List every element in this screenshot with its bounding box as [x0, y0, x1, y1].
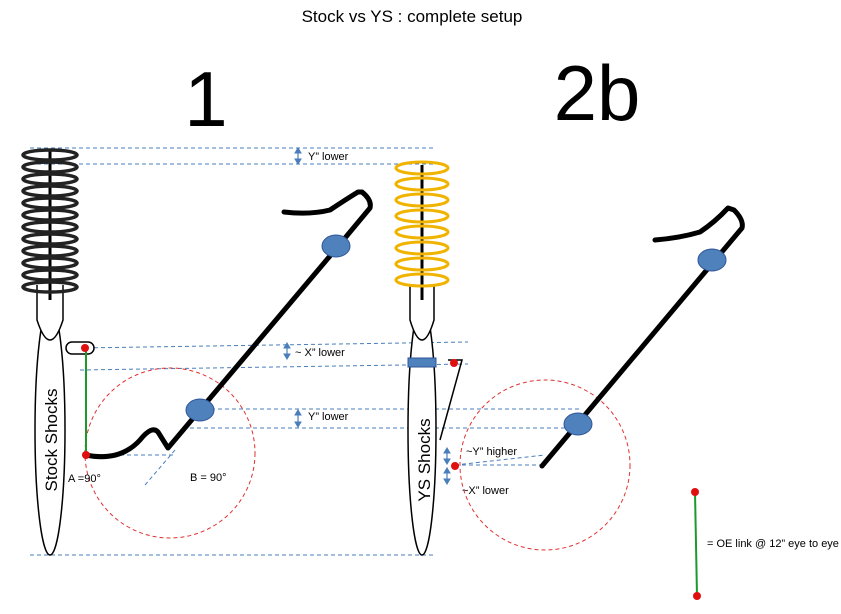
travel-circle-left [84, 367, 256, 539]
legend: = OE link @ 12” eye to eye [691, 488, 839, 600]
ys-swingarm [539, 205, 745, 469]
stock-link-bottom-dot [82, 451, 90, 459]
stock-swingarm [83, 189, 373, 460]
stock-lower-pivot [185, 398, 215, 422]
arrow-y-lower-mid [294, 409, 302, 428]
ann-x-lower-right: ~X” lower [462, 485, 509, 497]
arrow-y-lower-top [294, 147, 302, 165]
stock-spring [21, 148, 79, 294]
arrow-y-higher [443, 447, 451, 465]
guide-line-right-2 [454, 454, 546, 466]
ys-spring [394, 160, 450, 288]
stock-shock-label: Stock Shocks [42, 389, 61, 492]
panel-number-right: 2b [554, 49, 641, 137]
stock-link-top-dot [81, 344, 89, 352]
ys-shock-label: YS Shocks [415, 418, 434, 501]
arrow-x-lower-right [443, 467, 451, 485]
legend-link-bottom-dot [693, 592, 701, 600]
legend-link-rod [694, 491, 698, 597]
ys-upper-pivot [697, 248, 727, 272]
ann-y-lower-top: Y” lower [308, 151, 349, 163]
stock-shock: Stock Shocks [21, 148, 79, 556]
ann-y-lower-mid: Y” lower [308, 411, 349, 423]
arrow-x-lower [283, 342, 291, 360]
panel-number-left: 1 [184, 55, 227, 143]
ys-shock: YS Shocks [394, 160, 450, 556]
ys-shock-upper-body [409, 285, 435, 341]
travel-circle-right [459, 379, 631, 551]
guide-lines [30, 147, 580, 556]
ys-link-top-dot [450, 359, 458, 367]
ys-shock-collar [407, 357, 437, 368]
angle-b-guide [144, 449, 176, 486]
legend-link-top-dot [691, 488, 699, 496]
angle-a-label: A =90° [68, 473, 101, 485]
stock-shock-upper-body [36, 285, 64, 341]
stock-upper-pivot [321, 234, 351, 258]
guide-line-link-1 [79, 341, 469, 349]
ann-x-lower: ~ X” lower [295, 347, 345, 359]
diagram-title: Stock vs YS : complete setup [302, 7, 523, 26]
stock-link-mount [65, 341, 95, 355]
legend-text: = OE link @ 12” eye to eye [707, 538, 839, 550]
angle-b-label: B = 90° [190, 472, 227, 484]
ys-lower-pivot [563, 412, 593, 436]
ys-link-bottom-dot [451, 462, 459, 470]
ann-y-higher: ~Y” higher [466, 446, 517, 458]
guide-line-link-2 [79, 363, 469, 371]
